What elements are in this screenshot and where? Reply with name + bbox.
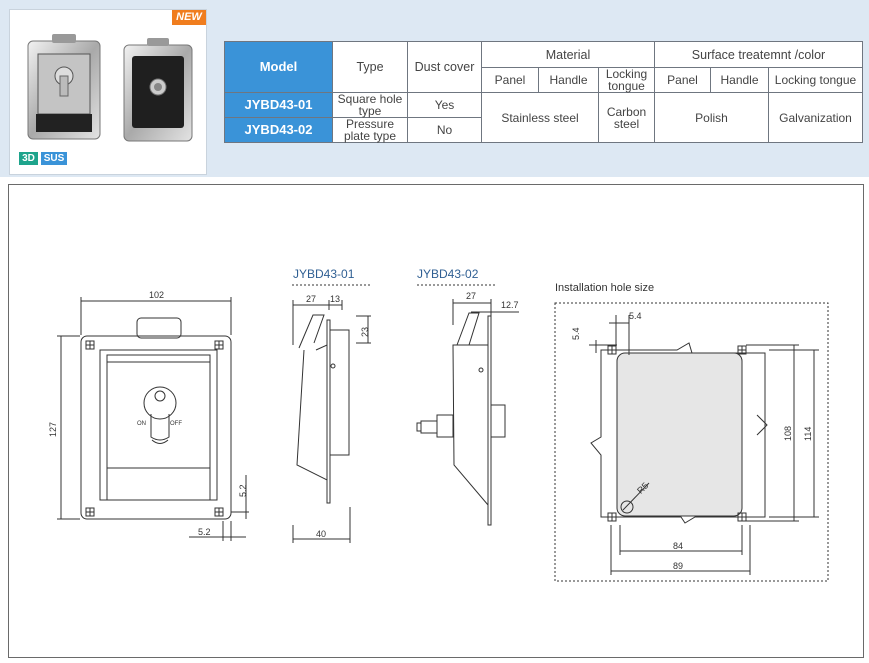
technical-drawing: 102 127 5.2 5.2 ON OFF JYBD43-01 27 13 2… [8, 184, 864, 658]
header-surface-tongue: Locking tongue [768, 67, 863, 93]
row-model: JYBD43-01 [224, 92, 333, 118]
header-type: Type [332, 41, 408, 93]
hole-108-dim: 108 [783, 425, 793, 441]
on-label: ON [137, 421, 146, 427]
header-surface: Surface treatemnt /color [654, 41, 863, 68]
side02-27-dim: 27 [466, 291, 477, 301]
front-bottom-dim: 5.2 [198, 527, 211, 537]
surface-panel-handle: Polish [654, 92, 769, 143]
header-locking-tongue: Locking tongue [598, 67, 655, 93]
spec-header-panel: NEW 3D SUS Mo [0, 0, 869, 177]
header-model: Model [224, 41, 333, 93]
hole-84-dim: 84 [673, 541, 684, 551]
header-surface-panel: Panel [654, 67, 711, 93]
front-view [57, 297, 249, 541]
side01-23-dim: 23 [360, 326, 370, 337]
row-type: Square hole type [332, 92, 408, 118]
side-view-02 [416, 284, 519, 526]
header-surface-handle: Handle [710, 67, 769, 93]
header-panel: Panel [481, 67, 539, 93]
hole-54b-dim: 5.4 [571, 327, 581, 340]
model-01-title: JYBD43-01 [293, 267, 355, 281]
material-panel-handle: Stainless steel [481, 92, 599, 143]
install-hole-view [554, 302, 829, 582]
row-type: Pressure plate type [332, 117, 408, 143]
spec-table: Model Type Dust cover Material Surface t… [224, 41, 863, 143]
material-tongue: Carbon steel [598, 92, 655, 143]
row-model: JYBD43-02 [224, 117, 333, 143]
sus-tag: SUS [41, 152, 67, 165]
new-badge: NEW [172, 10, 206, 25]
header-handle: Handle [538, 67, 599, 93]
front-side-dim: 5.2 [238, 484, 248, 497]
side-view-01 [292, 284, 371, 543]
drawing-lines [57, 284, 829, 582]
front-width-dim: 102 [149, 290, 165, 300]
side01-27-dim: 27 [306, 294, 317, 304]
surface-tongue: Galvanization [768, 92, 863, 143]
front-height-dim: 127 [48, 421, 58, 437]
side02-127-dim: 12.7 [501, 300, 519, 310]
off-label: OFF [170, 421, 182, 427]
row-dust: Yes [407, 92, 482, 118]
hole-114-dim: 114 [803, 426, 813, 441]
product-photo: NEW 3D SUS [9, 9, 207, 175]
header-dust-cover: Dust cover [407, 41, 482, 93]
hole-54a-dim: 5.4 [629, 311, 642, 321]
install-title: Installation hole size [555, 282, 655, 294]
side01-40-dim: 40 [316, 529, 327, 539]
model-02-title: JYBD43-02 [417, 267, 479, 281]
hole-89-dim: 89 [673, 561, 684, 571]
3d-tag: 3D [19, 152, 38, 165]
side01-13-dim: 13 [330, 294, 341, 304]
row-dust: No [407, 117, 482, 143]
header-material: Material [481, 41, 655, 68]
product-photo-image [27, 34, 193, 142]
